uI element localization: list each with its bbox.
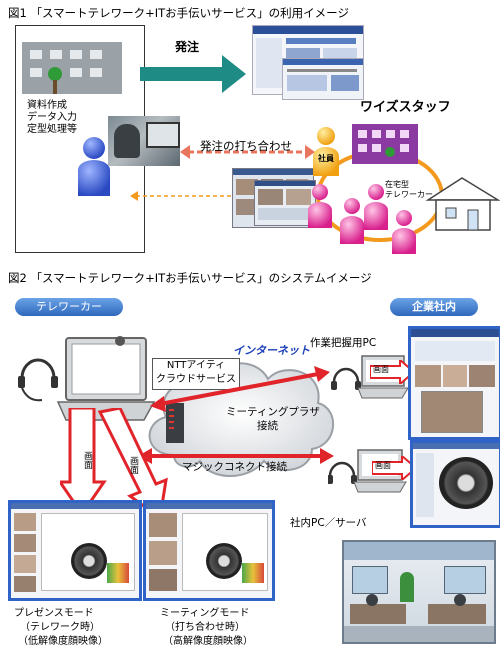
cloud-service-line1: NTTアイティ	[166, 360, 226, 371]
meeting-label: 発注の打ち合わせ	[200, 139, 292, 153]
presence-mode-sub2: （低解像度顔映像）	[18, 636, 108, 647]
teleworker-tab-label: テレワーカー	[36, 300, 102, 313]
figure1-caption: 図1 「スマートテレワーク+ITお手伝いサービス」の利用イメージ	[8, 6, 349, 20]
presence-mode-sub1: （テレワーク時）	[20, 622, 100, 633]
meeting-arrow	[180, 145, 315, 159]
office-pc-screenshot	[410, 440, 500, 528]
home-worker-line1: 在宅型	[385, 180, 409, 189]
screen-arrows-down	[60, 408, 168, 520]
magic-connect-label: マジックコネクト接続	[182, 461, 287, 473]
office-building-icon	[22, 42, 122, 94]
screen-label-left: 画面	[82, 451, 92, 469]
office-pc-label: 社内PC／サーバ	[290, 517, 367, 529]
monitor-pc-label: 作業把握用PC	[310, 337, 377, 349]
monitor-screen-label: 画面	[373, 365, 389, 374]
internet-label: インターネット	[233, 344, 310, 357]
staff-badge: 社員	[318, 154, 334, 163]
meeting-mode-sub2: （高解像度顔映像）	[163, 636, 253, 647]
presence-mode-title: プレゼンスモード	[14, 608, 94, 619]
meeting-mode-title: ミーティングモード	[160, 608, 250, 619]
monitor-screen-arrow	[370, 360, 414, 384]
home-worker-line2: テレワーカー	[385, 190, 433, 199]
order-label: 発注	[175, 40, 200, 54]
task-item-1: 資料作成	[27, 100, 67, 111]
delivery-dashed-arrow	[130, 191, 234, 201]
company-name: ワイズスタッフ	[360, 100, 451, 115]
teleworker-tab: テレワーカー	[15, 298, 123, 316]
meeting-plaza-line1: ミーティングプラザ	[226, 406, 320, 418]
office-tab-label: 企業社内	[412, 300, 456, 313]
screen-label-middle: 画面	[128, 456, 138, 474]
cloud-service-box: NTTアイティ クラウドサービス	[152, 358, 240, 390]
figure2-caption: 図2 「スマートテレワーク+ITお手伝いサービス」のシステムイメージ	[8, 271, 372, 285]
task-item-2: データ入力	[27, 112, 77, 123]
cloud-service-line2: クラウドサービス	[156, 374, 236, 385]
connection-arrows	[138, 366, 334, 464]
office-screen-label: 画面	[375, 461, 391, 470]
office-illustration	[342, 540, 496, 644]
internet-cloud	[148, 362, 334, 477]
monitor-pc-screenshot	[408, 326, 500, 440]
order-arrow	[140, 55, 246, 93]
client-person-icon	[78, 137, 110, 196]
meeting-mode-sub1: （打ち合わせ時）	[165, 622, 245, 633]
office-tab: 企業社内	[390, 298, 478, 316]
staff-website-screenshot-2	[282, 58, 364, 100]
worker-photo	[108, 116, 180, 166]
meeting-plaza-line2: 接続	[257, 420, 278, 432]
presence-mode-screenshot	[8, 500, 142, 601]
staff-network	[308, 124, 500, 254]
office-screen-arrow	[372, 456, 416, 480]
task-item-3: 定型処理等	[27, 124, 77, 135]
meeting-mode-screenshot	[143, 500, 275, 601]
